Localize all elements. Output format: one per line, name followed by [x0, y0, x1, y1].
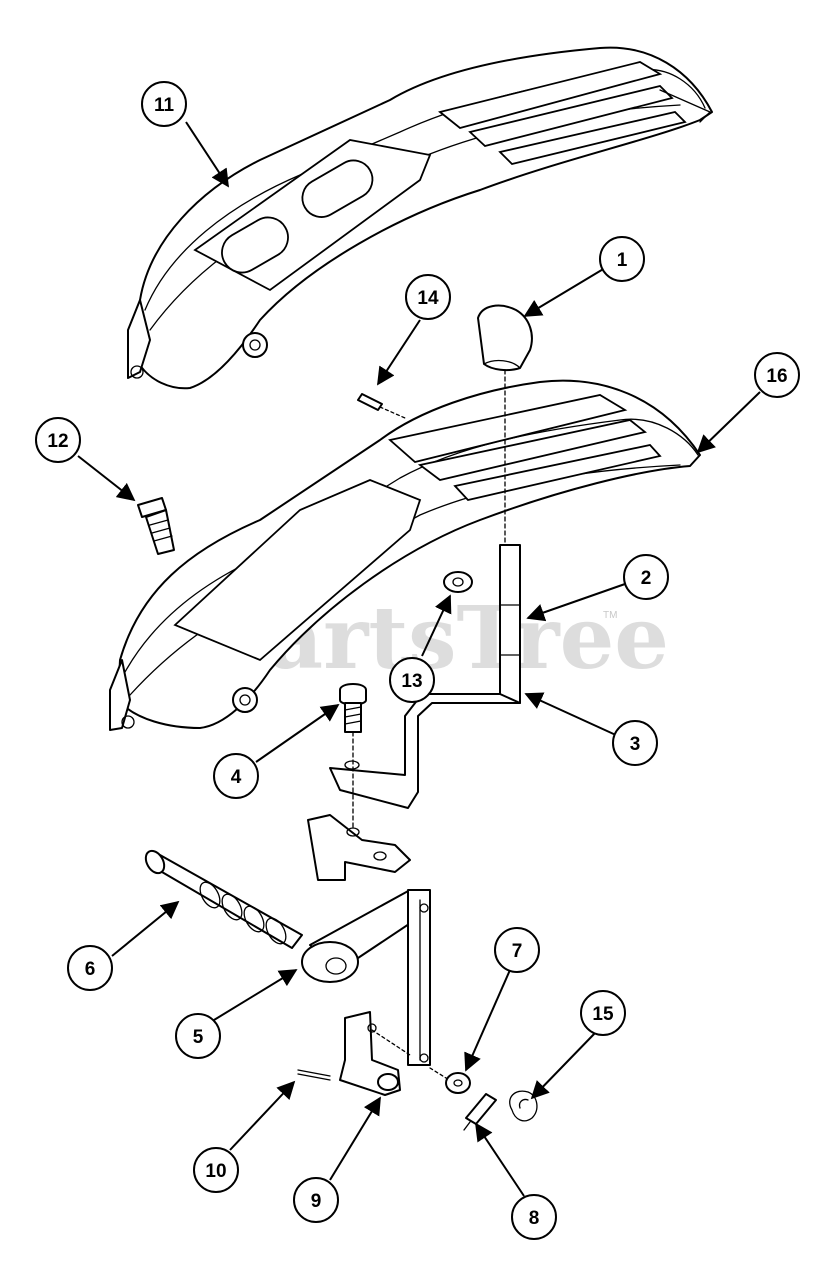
part-13-nut	[443, 571, 473, 593]
callout-9-label: 9	[311, 1191, 322, 1212]
watermark-trademark: TM	[603, 610, 617, 621]
part-bracket	[307, 814, 411, 881]
callout-8: 8	[511, 1194, 557, 1240]
leader-16	[696, 391, 761, 454]
part-11-console-cover	[127, 46, 713, 390]
leader-9	[329, 1096, 381, 1181]
callout-1: 1	[599, 236, 645, 282]
part-8-pin	[463, 1093, 497, 1131]
leader-4	[255, 703, 340, 763]
part-6-shaft	[144, 849, 303, 949]
callout-15: 15	[580, 990, 626, 1036]
callout-7-label: 7	[512, 941, 523, 962]
part-1-knob	[477, 304, 533, 546]
callout-14-label: 14	[417, 288, 439, 309]
part-9-clevis	[339, 1011, 411, 1096]
part-2-3-shift-lever	[329, 544, 521, 809]
callout-12-label: 12	[47, 431, 68, 452]
callout-1-label: 1	[617, 250, 628, 271]
callout-11: 11	[141, 81, 187, 127]
callout-13: 13	[389, 657, 435, 703]
callout-3: 3	[612, 720, 658, 766]
leader-11	[185, 121, 229, 188]
leader-15	[530, 1031, 597, 1100]
callout-6-label: 6	[85, 959, 96, 980]
part-5-shift-arm	[301, 889, 431, 1066]
part-12-screw	[137, 497, 175, 555]
leader-3	[524, 692, 619, 737]
callout-16: 16	[754, 352, 800, 398]
leader-7	[464, 969, 511, 1072]
callout-15-label: 15	[592, 1004, 614, 1025]
callout-8-label: 8	[529, 1208, 540, 1229]
callout-7: 7	[494, 927, 540, 973]
leader-6	[111, 900, 180, 957]
callout-10-label: 10	[205, 1161, 226, 1182]
part-4-bolt	[339, 683, 367, 831]
leader-lines	[77, 121, 761, 1197]
callout-16-label: 16	[766, 366, 787, 387]
callout-13-label: 13	[401, 671, 422, 692]
callout-11-label: 11	[154, 95, 175, 116]
leader-10	[229, 1080, 296, 1151]
callout-2-label: 2	[641, 568, 652, 589]
callout-4: 4	[213, 753, 259, 799]
callout-10: 10	[193, 1147, 239, 1193]
callout-6: 6	[67, 945, 113, 991]
callout-2: 2	[623, 554, 669, 600]
callout-5-label: 5	[193, 1027, 204, 1048]
callout-9: 9	[293, 1177, 339, 1223]
part-16-console	[109, 379, 701, 731]
callout-14: 14	[405, 274, 451, 320]
leader-1	[523, 267, 606, 317]
part-7-washer	[429, 1067, 471, 1094]
leader-12	[77, 455, 136, 502]
callout-3-label: 3	[630, 734, 641, 755]
callout-4-label: 4	[231, 767, 242, 788]
part-10-cotter-pin	[297, 1069, 331, 1081]
leader-2	[526, 583, 626, 622]
part-14-pin	[357, 393, 406, 419]
part-15-clip	[509, 1090, 538, 1122]
leader-5	[213, 969, 298, 1021]
leader-8	[475, 1122, 525, 1197]
leader-14	[377, 319, 421, 386]
leader-13	[421, 594, 452, 657]
callout-5: 5	[175, 1013, 221, 1059]
callout-12: 12	[35, 417, 81, 463]
